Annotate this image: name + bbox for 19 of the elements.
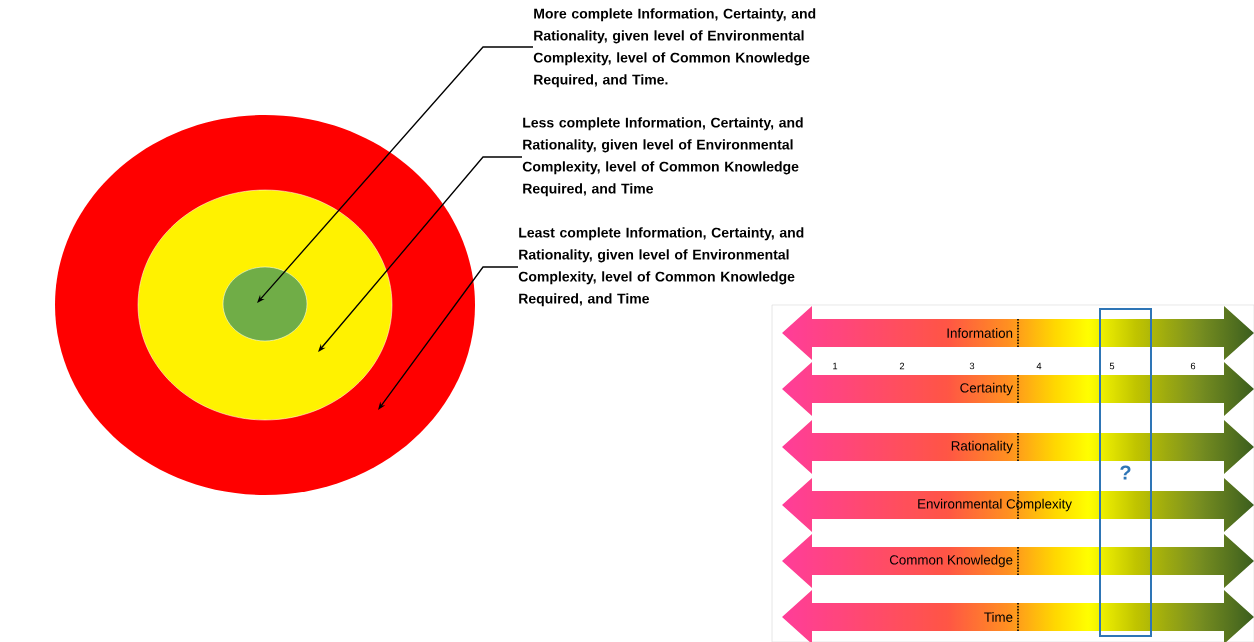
description-text: Less complete Information, Certainty, and Rationality, given level of Environmental Complexity, level of Common Knowledge Required, and Time: [522, 117, 803, 197]
leader-arrow: [318, 156, 523, 352]
scale-number: 6: [1190, 362, 1196, 370]
target-ring: [222, 266, 308, 342]
scale-number: 2: [899, 362, 905, 370]
scale-band: Common Knowledge: [889, 546, 1019, 576]
scale-band: Time: [984, 602, 1019, 632]
scale-band: Environmental Complexity: [918, 490, 1072, 520]
scale-number: 5: [1109, 362, 1115, 370]
scale-number: 4: [1036, 362, 1042, 370]
scale-band: Information: [947, 318, 1019, 348]
description-text: More complete Information, Certainty, and Rationality, given level of Environmental Complexity, level of Common Knowledge Required, and Time.: [533, 8, 816, 88]
leader-arrow: [257, 46, 534, 303]
scale-number: 3: [969, 362, 975, 370]
scale-band: Certainty: [960, 374, 1019, 404]
scale-number: 1: [833, 362, 838, 370]
leader-arrow: [378, 266, 519, 410]
description-text: Least complete Information, Certainty, and Rationality, given level of Environmental Complexity, level of Common Knowledge Required, and Time: [518, 227, 804, 307]
scale-band: Rationality: [951, 432, 1019, 462]
